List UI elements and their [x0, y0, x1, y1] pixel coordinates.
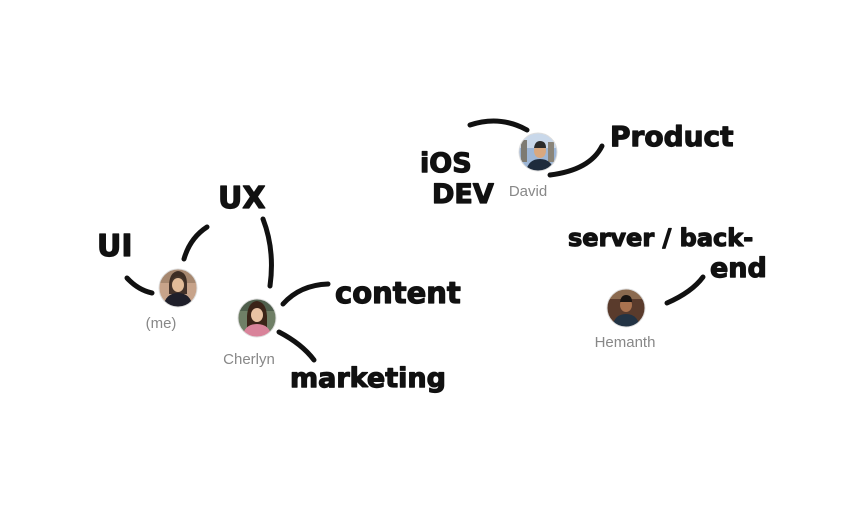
- connector-david-product: [547, 143, 605, 178]
- connector-cherlyn-marketing: [276, 329, 317, 363]
- skill-label-product: Product: [610, 120, 734, 153]
- connector-cherlyn-ux: [260, 216, 274, 289]
- person-name: (me): [146, 315, 177, 332]
- person-david[interactable]: David: [509, 132, 558, 200]
- person-me[interactable]: (me): [146, 268, 198, 332]
- person-cherlyn[interactable]: Cherlyn: [223, 298, 277, 368]
- skill-label-ui: UI: [97, 229, 133, 264]
- connector-strokes: [124, 118, 706, 363]
- connector-david-ios: [467, 118, 530, 133]
- person-avatar: [606, 288, 646, 328]
- person-avatar: [158, 268, 198, 308]
- skill-label-ios-line1: iOS: [420, 148, 472, 179]
- skill-labels: UI UX content marketing iOS DEV Product …: [96, 119, 767, 394]
- skill-label-ux: UX: [218, 181, 266, 216]
- connector-cherlyn-content: [280, 281, 331, 307]
- person-name: Hemanth: [595, 334, 656, 351]
- person-avatar: [237, 298, 277, 338]
- skill-label-ios-line2: DEV: [432, 179, 494, 210]
- connector-me-ux: [181, 224, 210, 262]
- connector-me-ui: [124, 275, 155, 296]
- person-hemanth[interactable]: Hemanth: [595, 288, 656, 351]
- skill-label-server-line2: end: [710, 253, 767, 284]
- person-name: Cherlyn: [223, 351, 275, 368]
- skill-label-marketing: marketing: [290, 363, 446, 394]
- skill-label-content: content: [335, 276, 461, 310]
- connector-hemanth-server: [664, 274, 706, 306]
- person-avatar: [518, 132, 558, 172]
- skill-label-server-line1: server / back-: [568, 224, 753, 252]
- person-name: David: [509, 183, 547, 200]
